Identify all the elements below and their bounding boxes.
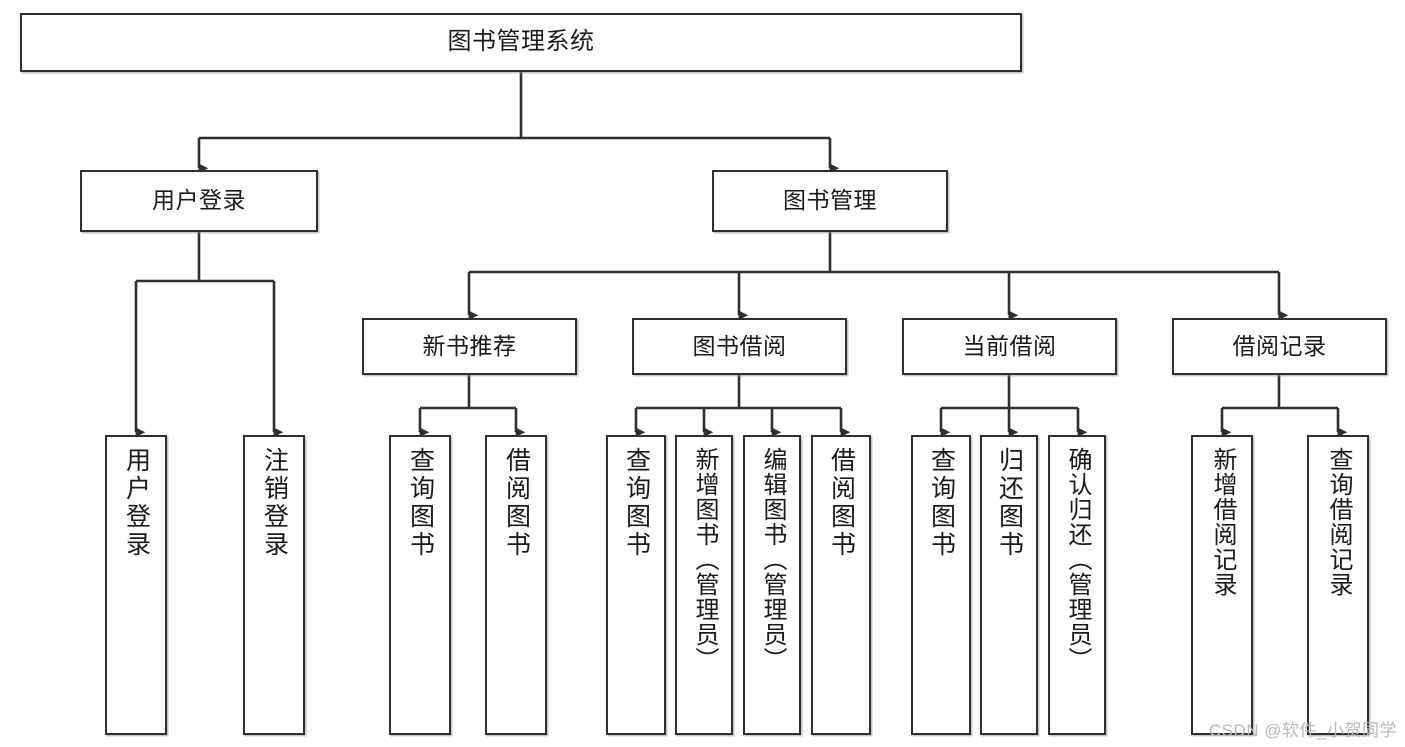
node-label: 借阅记录: [1232, 332, 1327, 359]
node-leaf-query-record[interactable]: 查询借阅记录: [1307, 435, 1369, 735]
node-label: 编辑图书（管理员）: [759, 447, 786, 672]
node-leaf-user-logout[interactable]: 注销登录: [243, 435, 305, 735]
node-leaf-confirm-return[interactable]: 确认归还（管理员）: [1048, 435, 1106, 735]
node-leaf-return-book[interactable]: 归还图书: [980, 435, 1038, 735]
node-label: 用户登录: [152, 187, 246, 214]
node-leaf-query-book-1[interactable]: 查询图书: [389, 435, 451, 735]
node-label: 确认归还（管理员）: [1064, 447, 1091, 672]
node-label: 图书管理: [783, 187, 877, 214]
node-label: 查询图书: [622, 447, 651, 559]
node-leaf-query-book-2[interactable]: 查询图书: [606, 435, 666, 735]
node-label: 归还图书: [995, 447, 1024, 559]
node-book-manage[interactable]: 图书管理: [712, 170, 948, 232]
node-label: 图书管理系统: [447, 28, 595, 56]
node-borrow-record[interactable]: 借阅记录: [1172, 318, 1387, 375]
node-new-book-recommend[interactable]: 新书推荐: [362, 318, 577, 375]
node-leaf-add-book[interactable]: 新增图书（管理员）: [675, 435, 733, 735]
node-leaf-edit-book[interactable]: 编辑图书（管理员）: [743, 435, 801, 735]
node-label: 新增借阅记录: [1209, 447, 1236, 597]
node-leaf-query-book-3[interactable]: 查询图书: [911, 435, 971, 735]
watermark-text: CSDN @软件_小贺同学: [1208, 721, 1397, 740]
node-user-login[interactable]: 用户登录: [80, 170, 318, 232]
node-leaf-borrow-book-2[interactable]: 借阅图书: [811, 435, 871, 735]
node-label: 借阅图书: [502, 447, 531, 559]
node-book-borrow[interactable]: 图书借阅: [632, 318, 847, 375]
node-leaf-borrow-book-1[interactable]: 借阅图书: [485, 435, 547, 735]
node-root-book-management-system[interactable]: 图书管理系统: [20, 13, 1022, 72]
node-label: 当前借阅: [962, 332, 1057, 359]
node-leaf-add-record[interactable]: 新增借阅记录: [1191, 435, 1253, 735]
node-label: 用户登录: [122, 447, 151, 559]
node-leaf-user-login[interactable]: 用户登录: [105, 435, 167, 735]
node-label: 图书借阅: [692, 332, 787, 359]
node-current-borrow[interactable]: 当前借阅: [902, 318, 1117, 375]
node-label: 查询图书: [927, 447, 956, 559]
node-label: 注销登录: [260, 447, 289, 559]
node-label: 新书推荐: [422, 332, 517, 359]
node-label: 新增图书（管理员）: [691, 447, 718, 672]
node-label: 借阅图书: [827, 447, 856, 559]
node-label: 查询借阅记录: [1325, 447, 1352, 597]
node-label: 查询图书: [406, 447, 435, 559]
